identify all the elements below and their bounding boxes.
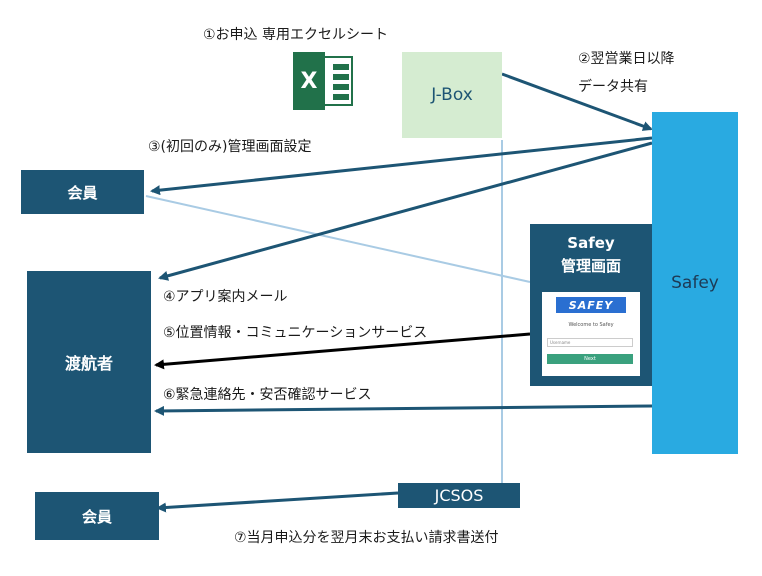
admin-screen-thumbnail: SAFEY Welcome to Safey Username Next	[542, 292, 640, 376]
sailor-node: 渡航者	[27, 271, 151, 453]
step-3-label: ③(初回のみ)管理画面設定	[148, 139, 312, 155]
arrow-admin-to-sailor	[154, 332, 531, 370]
excel-icon: X	[293, 52, 353, 110]
arrow-jbox-to-safey	[501, 72, 653, 131]
welcome-text: Welcome to Safey	[568, 322, 614, 328]
excel-letter: X	[293, 52, 325, 110]
jcsos-node: JCSOS	[398, 483, 520, 508]
arrow-jcsos-to-member	[156, 491, 399, 513]
step-2-label-line2: データ共有	[578, 79, 648, 95]
admin-title-line1: Safey	[567, 234, 615, 252]
guide-line-member-admin	[145, 195, 531, 283]
member-bottom-node: 会員	[35, 492, 159, 540]
step-4-label: ④アプリ案内メール	[163, 289, 288, 305]
username-input[interactable]: Username	[547, 338, 633, 347]
step-1-label: ①お申込 専用エクセルシート	[203, 27, 389, 43]
admin-title-line2: 管理画面	[560, 257, 621, 275]
step-7-label: ⑦当月申込分を翌月末お支払い請求書送付	[234, 530, 499, 546]
step-5-label: ⑤位置情報・コミュニケーションサービス	[163, 325, 428, 341]
safey-logo: SAFEY	[556, 297, 626, 313]
member-top-node: 会員	[21, 170, 144, 214]
jbox-node: J-Box	[402, 52, 502, 138]
step-6-label: ⑥緊急連絡先・安否確認サービス	[163, 387, 372, 403]
safey-node: Safey	[652, 112, 738, 454]
step-2-label-line1: ②翌営業日以降	[578, 51, 675, 67]
arrow-safey-to-sailor-mail	[158, 141, 653, 281]
arrow-safey-to-member	[150, 136, 653, 196]
arrow-safey-to-sailor-emergency	[154, 404, 653, 416]
next-button[interactable]: Next	[547, 354, 633, 364]
safey-admin-panel: Safey 管理画面 SAFEY Welcome to Safey Userna…	[530, 224, 652, 386]
